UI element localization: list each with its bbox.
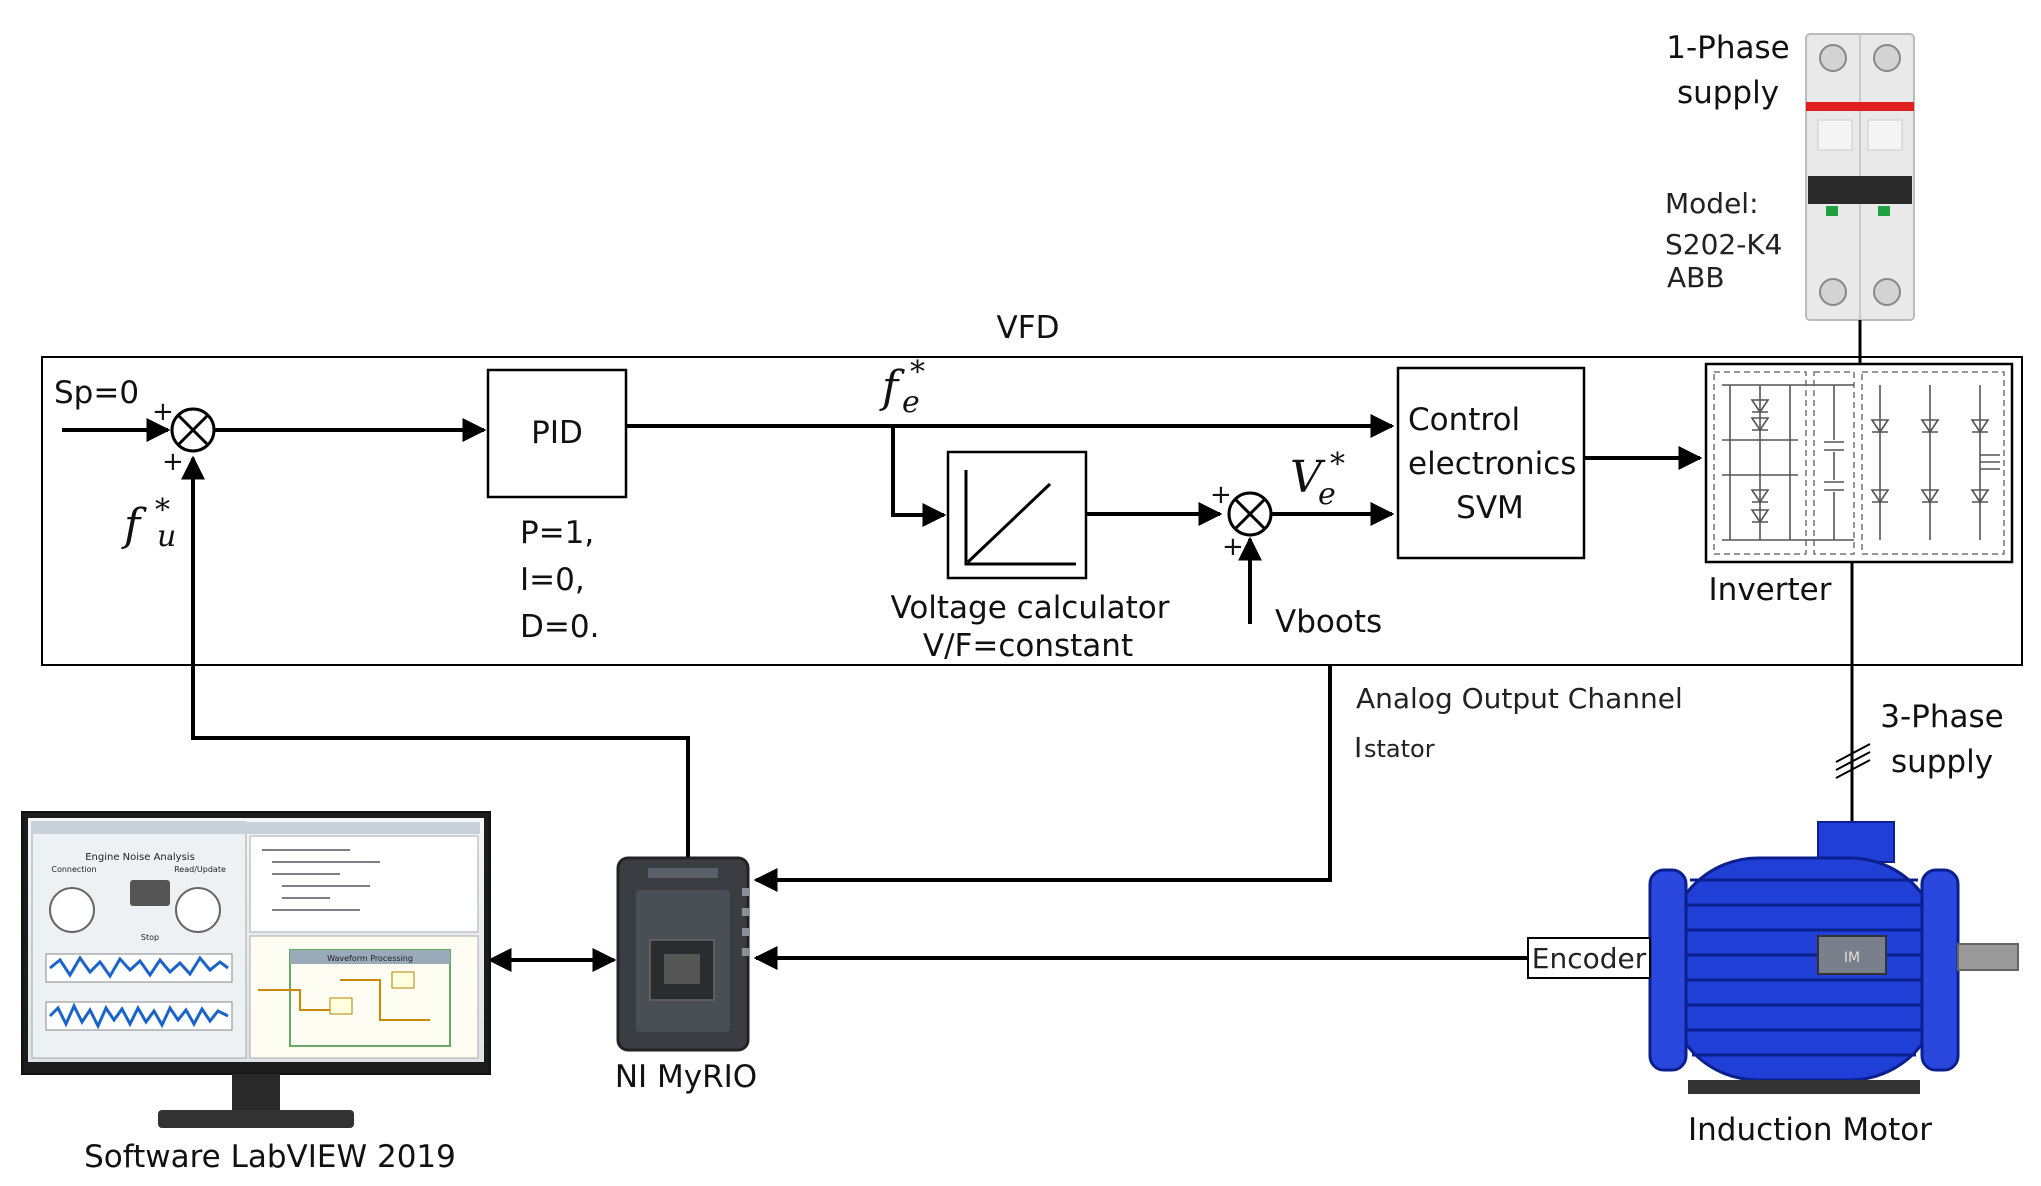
encoder-label: Encoder — [1532, 942, 1647, 975]
pid-p-gain: P=1, — [520, 515, 594, 551]
inverter-label: Inverter — [1709, 572, 1832, 608]
encoder-box — [1527, 937, 1651, 979]
sum2-plus-top: + — [1210, 480, 1232, 510]
summing-junction-1 — [170, 407, 216, 453]
screen-button-right: Read/Update — [174, 865, 226, 874]
screen-button-left: Connection — [51, 865, 96, 874]
control-label-3: SVM — [1456, 490, 1524, 526]
sum1-plus-bottom: + — [162, 447, 184, 477]
circuit-breaker-icon — [1805, 33, 1915, 321]
ve-sub: e — [1318, 477, 1336, 512]
vfd-label: VFD — [997, 310, 1060, 346]
ve-symbol: V — [1290, 452, 1326, 503]
vfd-boundary — [41, 356, 2023, 666]
supply-1ph-label-2: supply — [1677, 75, 1779, 111]
pid-i-gain: I=0, — [520, 562, 585, 598]
myrio-label: NI MyRIO — [615, 1059, 757, 1095]
screen-stop-button: Stop — [141, 933, 159, 942]
analog-output-arrow — [753, 665, 1332, 892]
control-label-1: Control — [1408, 402, 1520, 438]
vf-line — [966, 482, 1052, 564]
setpoint-label: Sp=0 — [54, 375, 139, 411]
model-label-3: ABB — [1667, 261, 1725, 294]
feedback-arrow — [181, 455, 690, 858]
analog-output-label: Analog Output Channel — [1356, 682, 1683, 715]
myrio-device-icon — [616, 856, 750, 1052]
istator-sub: stator — [1364, 735, 1435, 763]
screen-title: Engine Noise Analysis — [85, 852, 195, 863]
control-electronics-block — [1396, 366, 1586, 560]
sum1-plus-top: + — [152, 397, 174, 427]
labview-monitor-icon — [21, 811, 491, 1128]
induction-motor-label: Induction Motor — [1688, 1112, 1932, 1148]
fu-star: * — [155, 493, 170, 528]
model-label-2: S202-K4 — [1665, 228, 1783, 261]
pid-block — [486, 368, 628, 499]
ve-star: * — [1330, 447, 1345, 482]
model-label-1: Model: — [1665, 187, 1759, 220]
three-phase-slashes — [1835, 743, 1871, 779]
voltage-calc-sublabel: V/F=constant — [923, 628, 1133, 664]
motor-badge: IM — [1844, 950, 1860, 966]
fe-star: * — [910, 355, 925, 390]
pid-d-gain: D=0. — [520, 609, 599, 645]
pid-label: PID — [531, 415, 583, 451]
supply-1ph-label-1: 1-Phase — [1666, 30, 1789, 66]
supply-3ph-label-1: 3-Phase — [1880, 699, 2003, 735]
control-label-2: electronics — [1408, 446, 1576, 482]
vboots-label: Vboots — [1275, 604, 1382, 640]
inverter-schematic — [1704, 362, 2014, 564]
software-label: Software LabVIEW 2019 — [84, 1139, 456, 1175]
supply-3ph-label-2: supply — [1891, 744, 1993, 780]
sum2-plus-bottom: + — [1222, 532, 1244, 562]
voltage-calc-label: Voltage calculator — [891, 590, 1170, 626]
summing-junction-2 — [1227, 491, 1273, 537]
fu-sub: u — [157, 519, 176, 554]
fu-symbol: f — [121, 500, 147, 551]
screen-block-title: Waveform Processing — [327, 954, 413, 963]
induction-motor-icon — [1648, 821, 2019, 1094]
fe-branch-arrow — [891, 426, 947, 527]
fe-sub: e — [902, 385, 920, 420]
vf-axes — [964, 470, 1076, 566]
istator-main: I — [1354, 731, 1362, 764]
